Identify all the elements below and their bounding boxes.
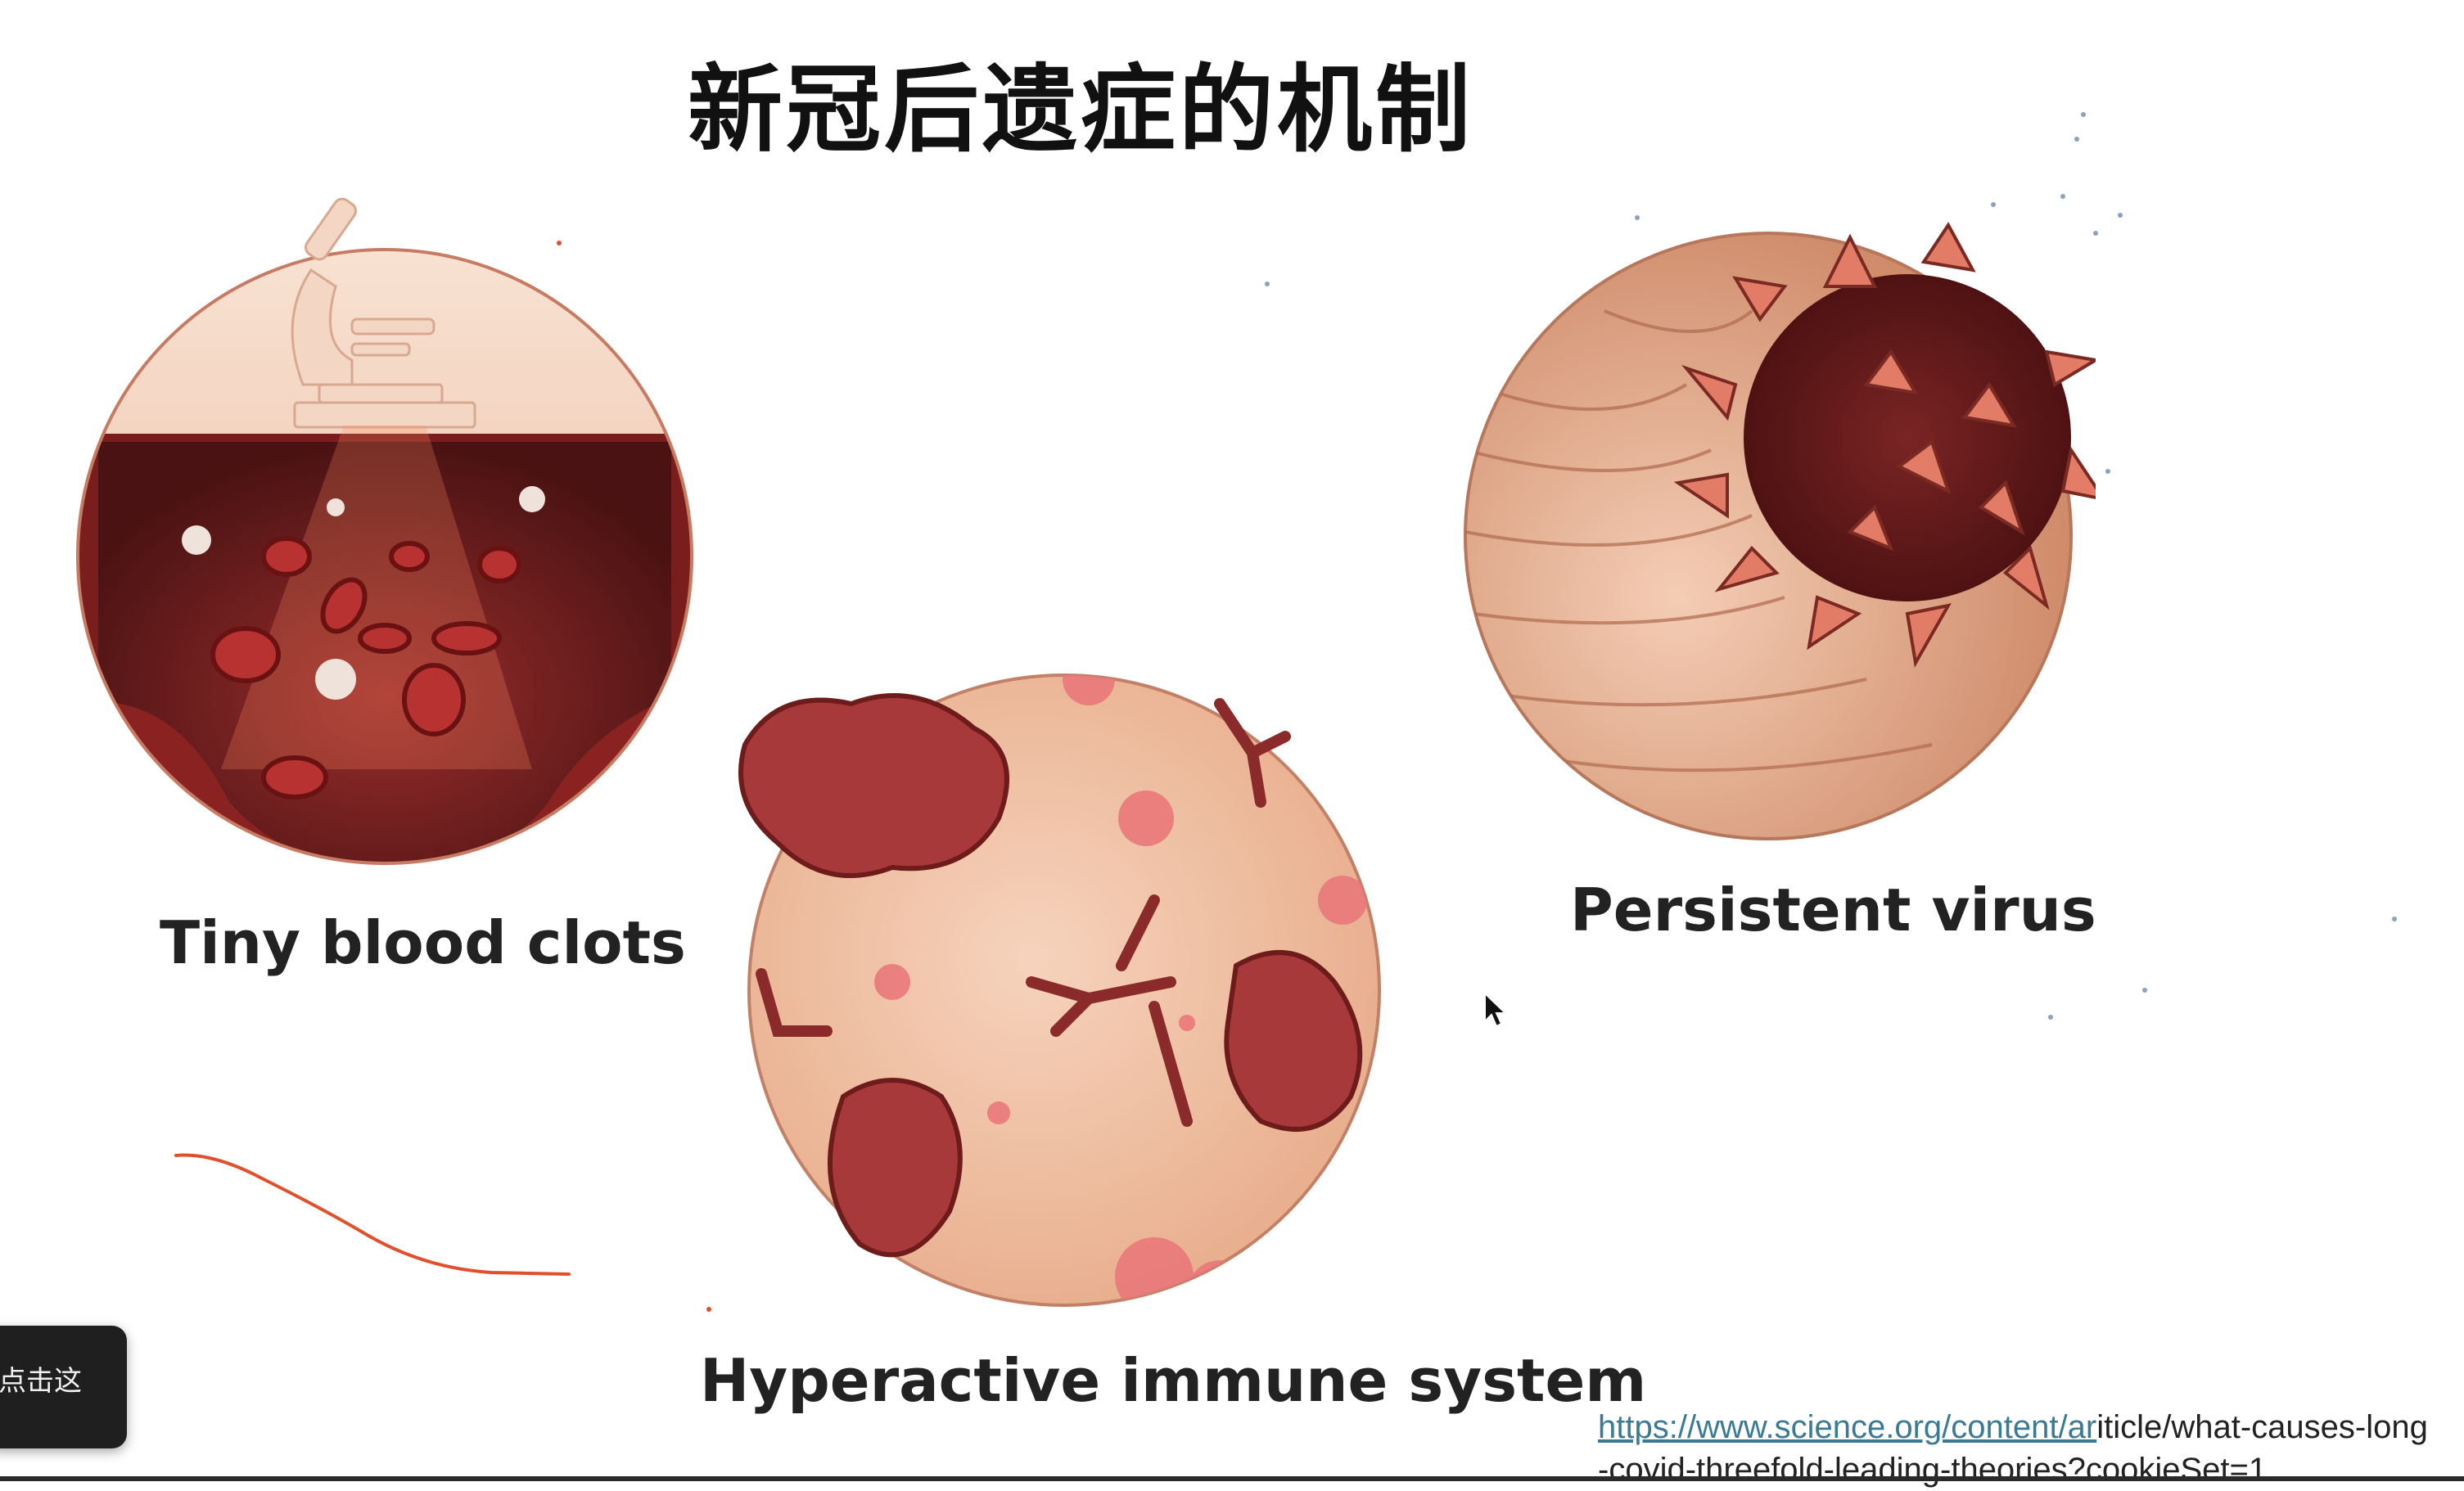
label-hyperactive-immune-system: Hyperactive immune system [700,1346,1647,1415]
toast-popup[interactable]: 点击这 [0,1326,127,1448]
pen-annotation-stroke [174,1153,571,1276]
bottom-border [0,1476,2464,1481]
label-tiny-blood-clots: Tiny blood clots [160,908,686,977]
toast-text: 点击这 [0,1365,82,1398]
mouse-cursor-icon [1484,992,1508,1028]
source-url-link[interactable]: https://www.science.org/content/ar [1598,1409,2097,1445]
blood-clots-illustration [76,197,693,865]
immune-system-illustration [738,673,1381,1307]
persistent-virus-illustration [1464,222,2096,840]
slide-title: 新冠后遗症的机制 [688,55,1473,165]
label-persistent-virus: Persistent virus [1570,876,2096,944]
